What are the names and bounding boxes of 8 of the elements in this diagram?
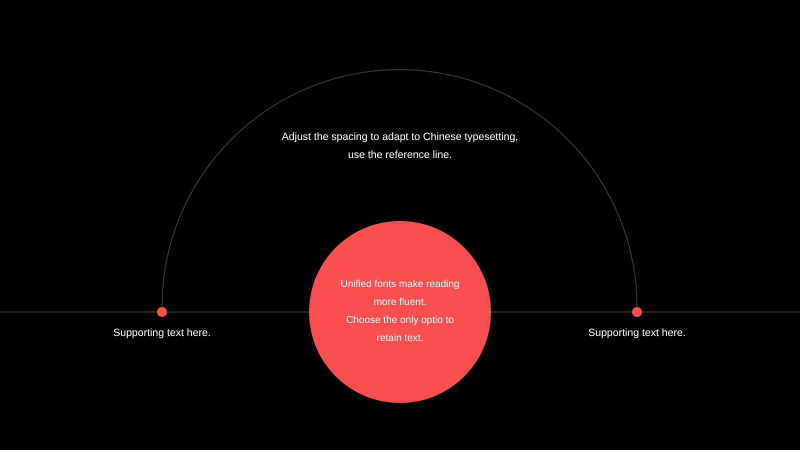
dot-marker [157,307,167,317]
dot-marker [632,307,642,317]
circle-text: Unified fonts make reading more fluent. [340,278,460,310]
circle-text: Choose the only optio to retain text. [345,314,455,346]
description-text: Adjust the spacing to adapt to Chinese typesetting, use the reference line. [280,130,520,163]
supporting-text: Supporting text here. [587,326,687,341]
arc-connector [162,69,638,308]
supporting-text: Supporting text here. [112,326,212,341]
